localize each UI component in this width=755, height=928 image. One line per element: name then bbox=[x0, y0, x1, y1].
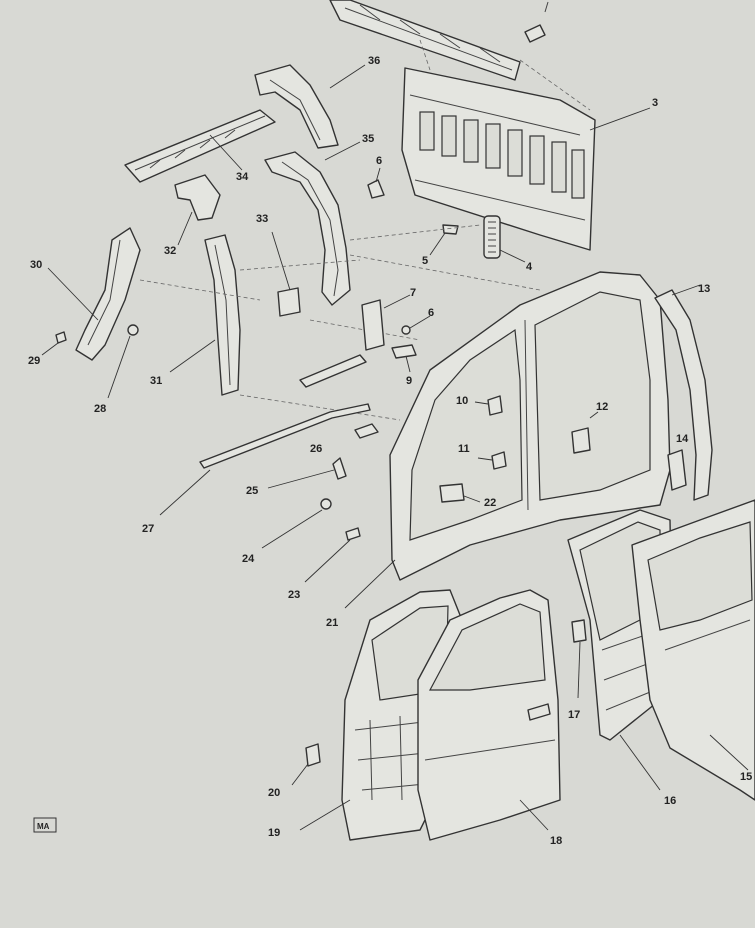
callout-21: 21 bbox=[326, 617, 338, 629]
hinge-part-22 bbox=[439, 483, 465, 503]
diagram-badge: MA bbox=[33, 817, 57, 833]
callout-26: 26 bbox=[310, 443, 322, 455]
rivet-part-23 bbox=[304, 527, 361, 583]
callout-27: 27 bbox=[142, 523, 154, 535]
callout-16: 16 bbox=[664, 795, 676, 807]
rear-panel-openings bbox=[419, 111, 585, 199]
callout-6: 6 bbox=[428, 307, 434, 319]
bolt-part-6-lower bbox=[401, 315, 431, 335]
callout-34: 34 bbox=[236, 171, 249, 183]
upper-bracket-part-36 bbox=[254, 64, 366, 149]
clip-part-29 bbox=[41, 331, 67, 356]
rear-door-outer-part-15 bbox=[631, 499, 755, 801]
trim-part-14 bbox=[667, 449, 687, 491]
bolt-top-part bbox=[524, 1, 549, 43]
wheelhouse-arch-part-35 bbox=[264, 141, 361, 306]
callout-19: 19 bbox=[268, 827, 280, 839]
pillar-part-30 bbox=[47, 227, 141, 361]
callout-30: 30 bbox=[30, 259, 42, 271]
rear-pillar-trim-part-13 bbox=[654, 284, 713, 501]
clip-part-5 bbox=[429, 224, 459, 256]
callout-24: 24 bbox=[242, 553, 255, 565]
door-latch-part-11 bbox=[491, 451, 507, 470]
bracket-part-17 bbox=[571, 619, 587, 699]
cross-member-part-34 bbox=[124, 109, 276, 183]
callout-20: 20 bbox=[268, 787, 280, 799]
sill-strip-part-27 bbox=[159, 403, 371, 516]
callout-10: 10 bbox=[456, 395, 468, 407]
callout-31: 31 bbox=[150, 375, 162, 387]
roof-rail-part bbox=[329, 0, 521, 81]
callout-9: 9 bbox=[406, 375, 412, 387]
clip-part-24 bbox=[261, 498, 332, 549]
callout-25: 25 bbox=[246, 485, 258, 497]
callout-18: 18 bbox=[550, 835, 562, 847]
vent-grille-part-4 bbox=[483, 215, 526, 263]
door-latch-part-10 bbox=[487, 395, 503, 416]
callout-12: 12 bbox=[596, 401, 608, 413]
bracket-part-20 bbox=[291, 743, 321, 786]
callout-35: 35 bbox=[362, 133, 374, 145]
callout-17: 17 bbox=[568, 709, 580, 721]
callout-36: 36 bbox=[368, 55, 380, 67]
callout-14: 14 bbox=[676, 433, 689, 445]
callout-15: 15 bbox=[740, 771, 752, 783]
side-frame-part-21 bbox=[344, 271, 671, 609]
callout-23: 23 bbox=[288, 589, 300, 601]
callout-labels: 3 4 5 6 6 7 9 10 11 12 13 14 15 16 17 18… bbox=[28, 55, 752, 847]
callout-3: 3 bbox=[652, 97, 658, 109]
bracket-part-9 bbox=[391, 344, 417, 373]
striker-part-12 bbox=[571, 427, 591, 454]
callout-28: 28 bbox=[94, 403, 106, 415]
callout-6: 6 bbox=[376, 155, 382, 167]
badge-text: MA bbox=[37, 822, 50, 831]
callout-22: 22 bbox=[484, 497, 496, 509]
callout-33: 33 bbox=[256, 213, 268, 225]
bracket-part-26 bbox=[354, 423, 379, 439]
callout-29: 29 bbox=[28, 355, 40, 367]
callout-7: 7 bbox=[410, 287, 416, 299]
front-door-outer-part-18 bbox=[417, 589, 561, 841]
stud-part-25 bbox=[267, 457, 347, 489]
callout-5: 5 bbox=[422, 255, 428, 267]
alignment-lines bbox=[139, 59, 591, 421]
bracket-part-7 bbox=[299, 294, 411, 388]
callout-32: 32 bbox=[164, 245, 176, 257]
callout-11: 11 bbox=[458, 443, 470, 455]
bracket-part-32 bbox=[174, 174, 221, 246]
callout-4: 4 bbox=[526, 261, 533, 273]
bolt-part-28 bbox=[107, 324, 139, 399]
plate-part-33 bbox=[271, 231, 301, 317]
rear-panel-part-3 bbox=[401, 67, 651, 251]
callout-13: 13 bbox=[698, 283, 710, 295]
pillar-reinforcement-part-31 bbox=[169, 234, 241, 396]
bolt-part-6-upper bbox=[367, 167, 385, 199]
